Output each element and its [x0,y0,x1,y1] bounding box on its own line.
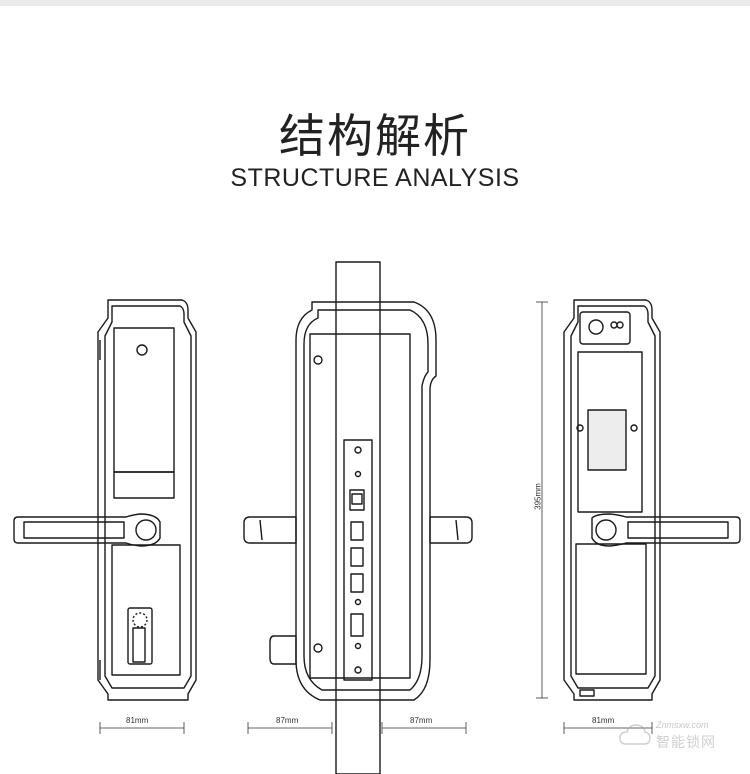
lock-body-plate [335,261,381,774]
dimension-lines [99,301,653,734]
section-title: 结构解析 [279,109,471,163]
side-handle-right [429,516,473,544]
watermark: Znmsxw.com 智能锁网 [618,718,728,754]
front-panel-outline [97,299,197,701]
side-view-lock [243,261,473,774]
mortise-faceplate [343,439,373,681]
front-view-lock [13,299,197,701]
side-right-width-label: 87mm [410,716,433,725]
side-left-width-label: 87mm [276,716,299,725]
deadbolt-2 [350,547,364,567]
top-divider-bar [0,0,750,6]
front-handle [13,513,161,547]
side-inner-plate [309,333,411,679]
fingerprint-reader [579,311,631,345]
keyhole-cover [127,607,153,665]
cloud-logo-icon [619,724,651,745]
front-width-label: 81mm [126,716,149,725]
latch-bolt [349,489,365,511]
watermark-site: Znmsxw.com [656,720,709,730]
side-handle-left [243,516,297,544]
fingerprint-sensor [588,319,604,335]
battery-cover [587,409,627,471]
height-label: 395mm [533,483,543,510]
back-view-lock [563,299,741,701]
section-subtitle: STRUCTURE ANALYSIS [230,164,520,192]
front-screw-top [136,344,148,356]
deadbolt-4 [350,613,364,637]
side-knob [269,635,297,665]
front-lower-plate [111,544,181,676]
deadbolt-1 [350,521,364,541]
front-upper-plate [113,327,175,473]
back-panel-outline [563,299,661,701]
deadbolt-3 [350,573,364,593]
back-handle [591,513,741,547]
watermark-name: 智能锁网 [656,735,716,751]
back-battery-panel [577,351,643,513]
side-body-outline [295,301,437,701]
back-width-label: 81mm [592,716,615,725]
